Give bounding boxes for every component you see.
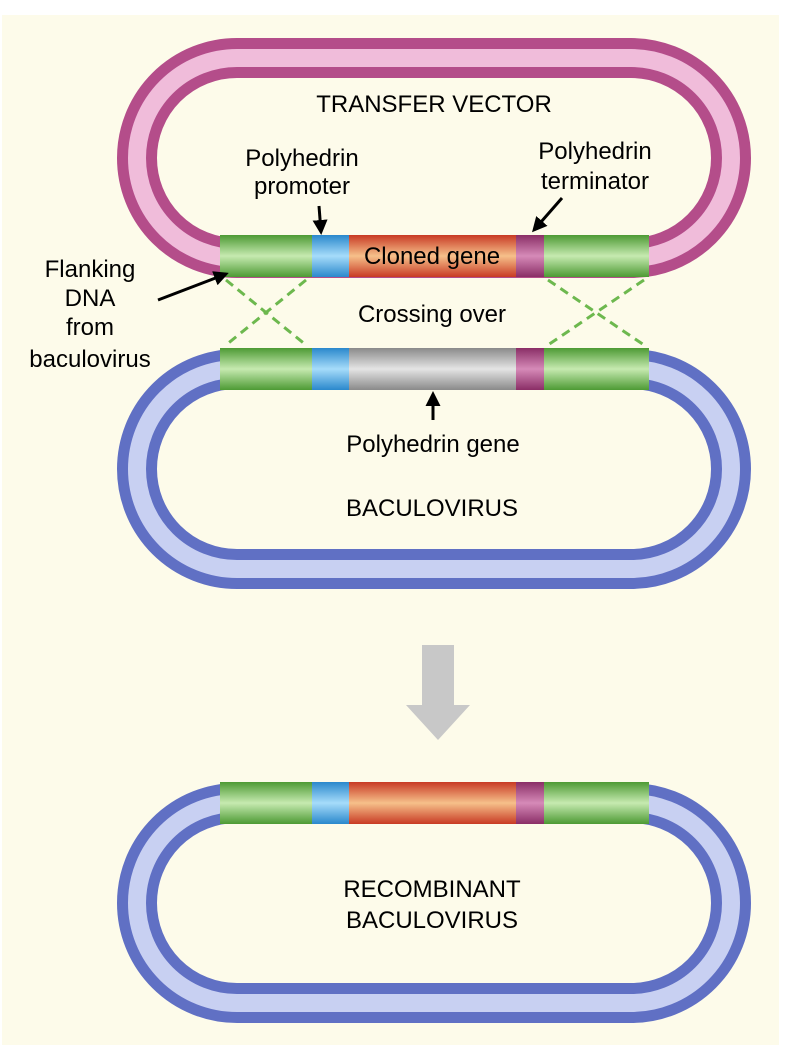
flanking-dna-right-segment xyxy=(544,348,649,390)
polyhedrin-promoter-label-line1: Polyhedrin xyxy=(245,145,358,172)
flanking-dna-label-line1: Flanking xyxy=(45,256,136,283)
baculovirus-label: BACULOVIRUS xyxy=(346,495,518,522)
recombinant-baculovirus-label-line2: BACULOVIRUS xyxy=(346,907,518,934)
flanking-dna-right-segment xyxy=(544,782,649,824)
polyhedrin-terminator-label-line2: terminator xyxy=(541,168,649,195)
transfer-vector-insert xyxy=(220,235,649,277)
recombinant-baculovirus-label-line1: RECOMBINANT xyxy=(343,876,521,903)
recombinant-insert xyxy=(220,782,649,824)
cloned-gene-segment xyxy=(349,782,516,824)
flanking-dna-label-line2: DNA xyxy=(65,285,116,312)
flanking-dna-right-segment xyxy=(544,235,649,277)
arrow-up-right-icon xyxy=(157,271,229,302)
arrow-down-icon xyxy=(312,205,328,235)
flanking-dna-label-line3: from xyxy=(66,314,114,341)
big-down-arrow-icon xyxy=(406,645,470,740)
polyhedrin-gene-label: Polyhedrin gene xyxy=(346,431,519,458)
baculovirus-insert xyxy=(220,348,649,390)
terminator-segment xyxy=(516,782,544,824)
promoter-segment xyxy=(312,782,349,824)
flanking-dna-label-line4: baculovirus xyxy=(29,346,150,373)
terminator-segment xyxy=(516,235,544,277)
arrow-down-left-icon xyxy=(532,197,564,233)
flanking-dna-left-segment xyxy=(220,782,312,824)
flanking-dna-left-segment xyxy=(220,235,312,277)
transfer-vector-label: TRANSFER VECTOR xyxy=(316,91,552,118)
promoter-segment xyxy=(312,348,349,390)
polyhedrin-terminator-label-line1: Polyhedrin xyxy=(538,138,651,165)
flanking-dna-left-segment xyxy=(220,348,312,390)
cloned-gene-segment xyxy=(349,235,516,277)
terminator-segment xyxy=(516,348,544,390)
crossing-over-label: Crossing over xyxy=(358,301,506,328)
promoter-segment xyxy=(312,235,349,277)
crossover-lines xyxy=(225,278,645,347)
cloned-gene-label: Cloned gene xyxy=(364,243,500,270)
polyhedrin-gene-segment xyxy=(349,348,516,390)
polyhedrin-promoter-label-line2: promoter xyxy=(254,173,350,200)
